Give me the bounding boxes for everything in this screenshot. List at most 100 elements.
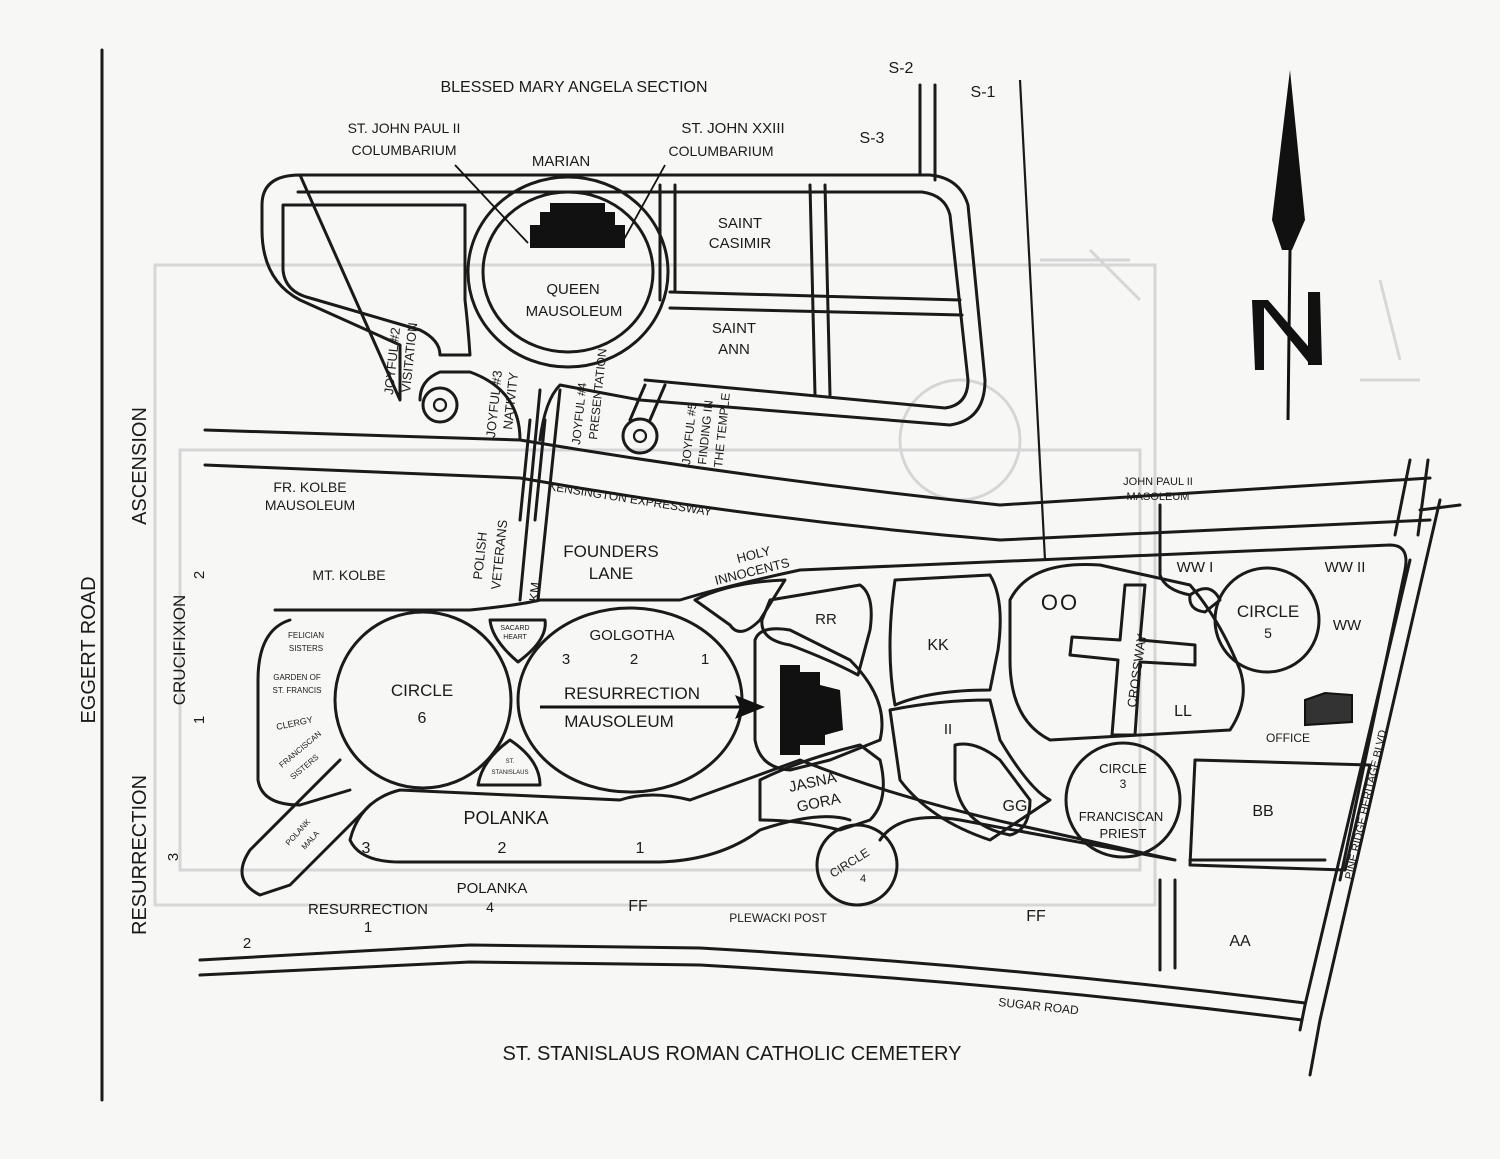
lower-west-ring [256,618,352,807]
crossway-loop [1008,562,1245,742]
resurrection-maus-2: MAUSOLEUM [564,712,674,731]
crossway-shape [1068,583,1197,737]
cemetery-title: ST. STANISLAUS ROMAN CATHOLIC CEMETERY [503,1043,962,1065]
aa-label: AA [1229,933,1251,950]
circle3-ring [1064,741,1182,859]
crucifixion-1: 1 [191,716,208,724]
queen-maus-2: MAUSOLEUM [526,303,623,320]
kolbe-maus-2: MAUSOLEUM [265,497,355,513]
kensington-south [203,463,1432,542]
felician-1: FELICIAN [288,631,324,640]
jp2-leader [1158,503,1192,597]
circle3-1: CIRCLE [1099,761,1147,776]
resurrection-maus-block [753,627,884,772]
aa-road [1158,878,1177,972]
golgotha-label: GOLGOTHA [589,627,674,644]
joyful2-dot [432,397,448,413]
joyful3-2: NATIVITY [500,371,521,430]
circle6-1: CIRCLE [391,681,453,700]
kensington-bridge [518,418,547,522]
j23-col-2: COLUMBARIUM [668,143,773,159]
joyful5-2: FINDING IN [695,400,716,466]
kolbe-maus-1: FR. KOLBE [273,479,346,495]
jp2-maus-1: JOHN PAUL II [1123,476,1193,488]
franciscan-priest-2: PRIEST [1100,826,1147,841]
resurrection-mausoleum-building [780,665,843,755]
sugar-road-label: SUGAR ROAD [998,995,1080,1017]
joyful5-dot [632,428,648,444]
polanka-1: 1 [636,840,645,857]
queen-maus-1: QUEEN [546,281,599,298]
plewacki-post-label: PLEWACKI POST [729,911,827,925]
golgotha-3: 3 [562,651,570,668]
sugar-road-north [198,943,1307,1005]
jasna-gora-2: GORA [795,790,842,816]
mt-kolbe-label: MT. KOLBE [312,567,385,583]
polanka4-1: POLANKA [457,880,528,897]
s3-label: S-3 [860,130,885,147]
ff-label-2: FF [1026,908,1046,925]
founders-lane-1: FOUNDERS [563,542,658,561]
polanka-label: POLANKA [463,808,548,828]
north-arrow-icon [1252,70,1322,421]
ww1-label: WW I [1177,559,1214,576]
pine-ridge-cut [1418,503,1462,512]
felician-2: SISTERS [289,644,323,653]
joyful5-stem [628,383,667,422]
resurrection-arrow-head [735,695,765,719]
circle5-2: 5 [1264,625,1272,641]
saint-casimir-1: SAINT [718,215,762,232]
resurrection1-2: 1 [364,919,372,936]
polish-vets-2: VETERANS [488,519,510,591]
bb-block [1188,758,1372,872]
sacred-heart-2: HEART [503,634,527,641]
jp2-maus-2: MASOLEUM [1127,491,1190,503]
saint-ann-1: SAINT [712,320,756,337]
kk-label: KK [927,637,949,654]
joyful2-1: JOYFUL #2 [381,327,403,396]
st-stanislaus-1: ST. [506,759,515,765]
joyful2-2: VISITATION [398,322,420,393]
holy-innocents-strip [693,578,787,633]
sugar-road-south [198,960,1304,1022]
s1-label: S-1 [971,84,996,101]
polanka-3: 3 [362,840,371,857]
office-label: OFFICE [1266,731,1310,745]
marian-loop-inner [296,190,970,410]
golgotha-2: 2 [630,651,638,668]
gg-label: GG [1003,798,1028,815]
marian-label: MARIAN [532,153,590,170]
joyful4-1: JOYFUL #4 [569,382,589,446]
ii-block [888,698,1052,842]
polish-vets-1: POLISH [470,531,490,580]
saint-ann-2: ANN [718,341,750,358]
crucifixion-label: CRUCIFIXION [170,595,189,706]
sacred-heart-1: SACARD [500,625,529,632]
j23-col-leader [621,164,666,244]
bb-label: BB [1252,803,1273,820]
garden-2: ST. FRANCIS [273,686,322,695]
gg-block [953,742,1032,837]
joyful2-culdesac [421,386,459,424]
polank-mala-road [240,758,372,897]
ww2-label: WW II [1325,559,1366,576]
joyful5-1: JOYFUL #5 [679,402,699,466]
resurrection-side-label: RESURRECTION [129,775,151,935]
circle5-teardrop [1188,587,1222,614]
blessed-label: BLESSED MARY ANGELA SECTION [440,79,707,96]
kensington-north [203,428,1432,507]
kensington-label: KENSINGTON EXPRESSWAY [548,479,713,519]
pine-ridge-west [1298,558,1412,1032]
jp2-col-1: ST. JOHN PAUL II [348,120,461,136]
km-label: KM [526,581,543,602]
sacred-heart-triangle [488,618,547,664]
joyful3-1: JOYFUL #3 [483,370,505,439]
queen-circle-inner [481,190,655,354]
franciscan-priest-1: FRANCISCAN [1079,809,1164,824]
resurrection-2: 2 [243,935,251,952]
oo-label: OO [1041,590,1079,615]
pine-ridge-east [1308,498,1442,1077]
clergy-label: CLERGY [275,714,313,731]
ghost-background [153,248,1420,907]
